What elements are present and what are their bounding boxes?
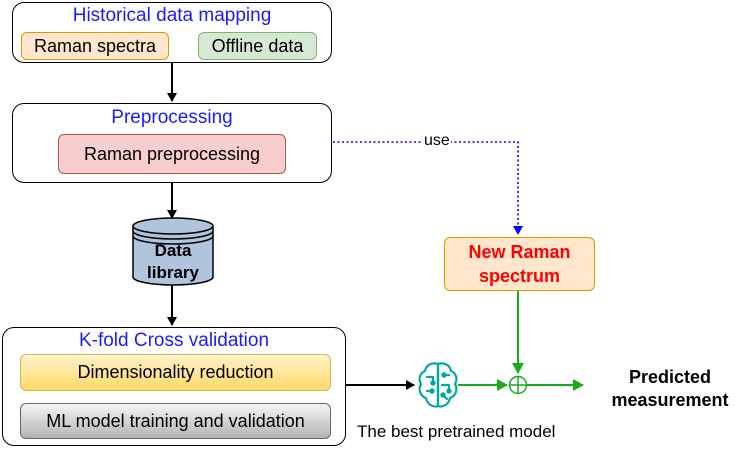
circle-plus-icon	[508, 375, 528, 395]
raman-spectra-box: Raman spectra	[21, 32, 169, 60]
predicted-measurement-label: Predicted measurement	[592, 366, 748, 412]
preprocessing-group-title: Preprocessing	[111, 107, 233, 128]
data-library-line2: library	[147, 263, 199, 282]
data-library-label: Data library	[133, 240, 213, 284]
data-library-line1: Data	[154, 241, 192, 260]
ml-training-box: ML model training and validation	[20, 403, 331, 439]
kfold-cross-validation-group: K-fold Cross validation Dimensionality r…	[2, 327, 346, 446]
raman-preprocessing-box: Raman preprocessing	[58, 134, 286, 174]
historical-data-mapping-group: Historical data mapping Raman spectra Of…	[12, 2, 332, 63]
predicted-line1: Predicted	[628, 367, 712, 387]
new-raman-spectrum-box: New Raman spectrum	[444, 237, 595, 291]
use-dotted-path	[333, 141, 523, 235]
new-raman-line1: New Raman	[468, 242, 571, 262]
kfold-group-title: K-fold Cross validation	[78, 330, 270, 351]
brain-circuit-icon	[418, 362, 458, 408]
use-label: use	[423, 132, 451, 150]
preprocessing-group: Preprocessing Raman preprocessing	[12, 103, 332, 183]
historical-group-title: Historical data mapping	[72, 5, 272, 26]
predicted-line2: measurement	[611, 390, 729, 410]
new-raman-line2: spectrum	[478, 266, 561, 286]
offline-data-box: Offline data	[198, 32, 317, 60]
dimensionality-reduction-box: Dimensionality reduction	[20, 354, 331, 391]
database-cylinder-icon	[132, 217, 214, 286]
model-caption: The best pretrained model	[357, 422, 556, 441]
